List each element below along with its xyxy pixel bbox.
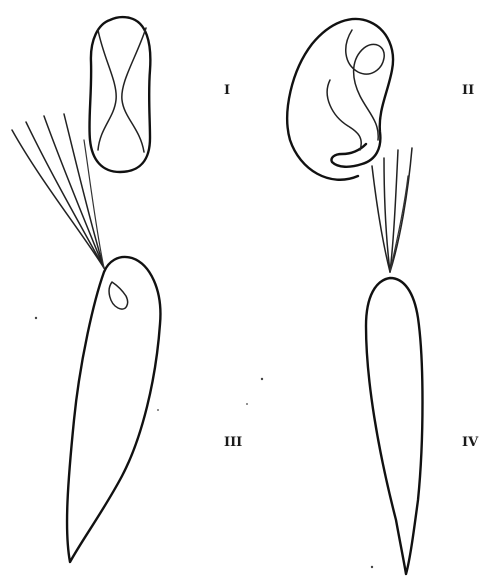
panel-label-iv: IV xyxy=(462,435,479,450)
panel-ii-drawing xyxy=(287,19,393,180)
panel-iii-flagellum-4 xyxy=(64,114,104,268)
speck xyxy=(261,378,263,380)
speck xyxy=(157,409,159,411)
panel-label-ii: II xyxy=(462,83,474,98)
panel-iii-cell-outline xyxy=(67,257,160,562)
panel-iv-flagellum-4 xyxy=(390,148,412,272)
speck xyxy=(371,566,373,568)
panel-ii-outer-outline xyxy=(287,19,393,180)
panel-i-inner-strand-right xyxy=(122,28,146,152)
panel-ii-inner-fold xyxy=(327,80,361,150)
panel-iv-flagellum-5 xyxy=(390,176,408,272)
panel-iii-flagellum-1 xyxy=(12,130,104,268)
panel-i-inner-strand-left xyxy=(98,30,116,150)
speck xyxy=(35,317,37,319)
speck xyxy=(246,403,248,405)
panel-iv-flagellum-2 xyxy=(384,158,390,272)
panel-label-iii: III xyxy=(224,435,242,450)
scan-specks xyxy=(35,317,373,568)
panel-iii-nucleus xyxy=(109,282,127,309)
panel-i-drawing xyxy=(89,17,150,172)
panel-iv-drawing xyxy=(366,148,423,574)
panel-iv-cell-outline xyxy=(366,278,423,574)
panel-ii-inner-loop xyxy=(346,30,384,140)
panel-iii-drawing xyxy=(12,114,160,562)
panel-label-i: I xyxy=(224,83,230,98)
panel-iv-flagellum-1 xyxy=(372,166,390,272)
panel-iii-flagellum-3 xyxy=(44,116,104,268)
